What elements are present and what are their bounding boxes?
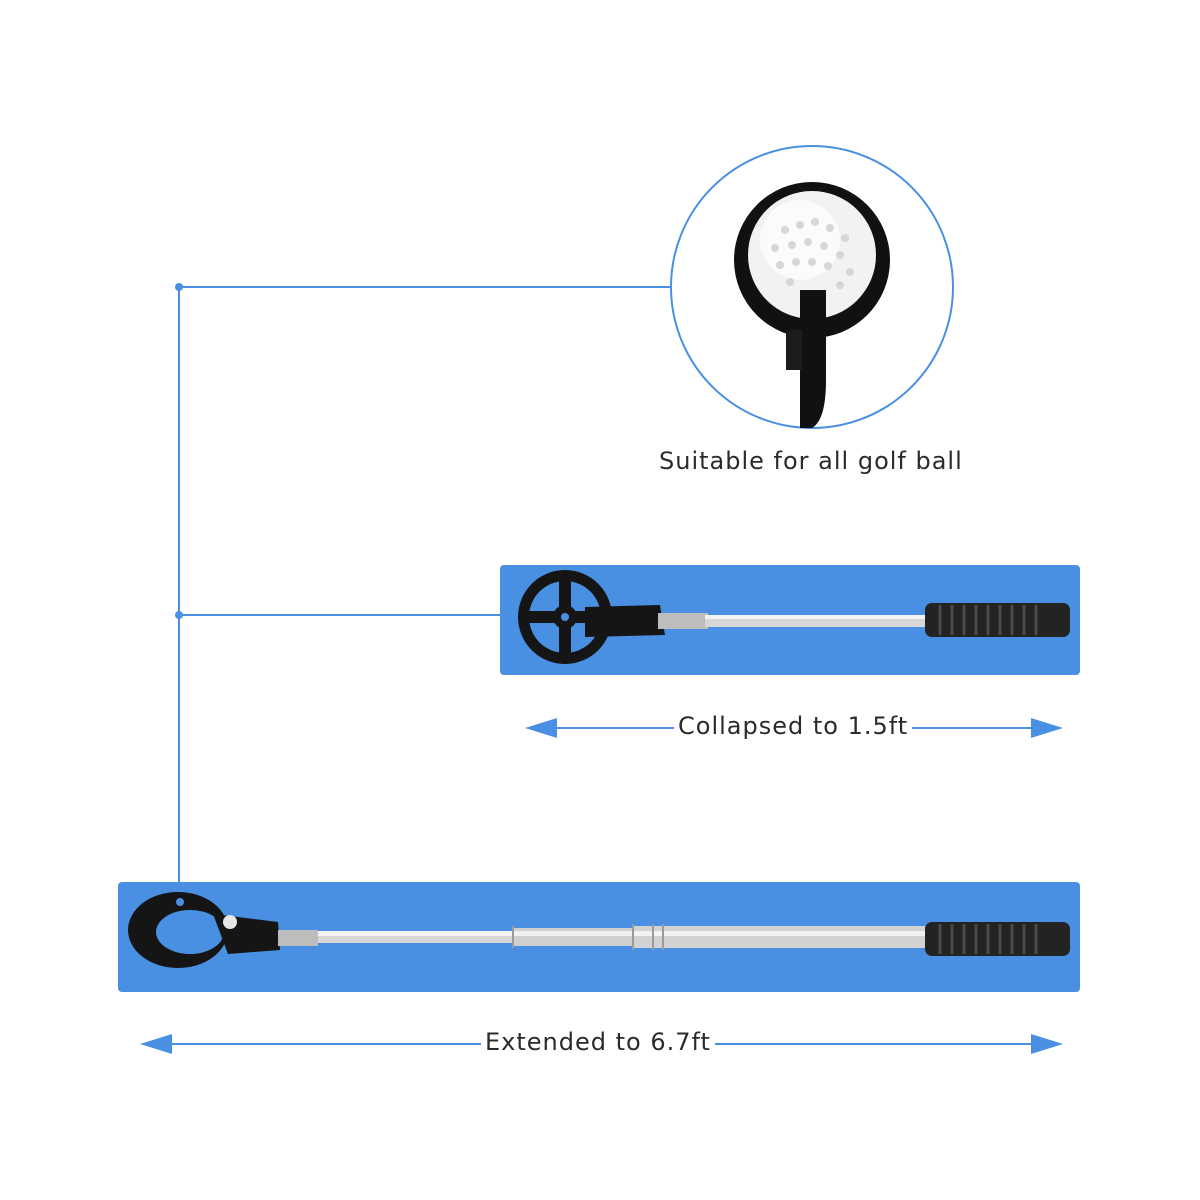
middle-connector-dot: [175, 611, 183, 619]
extended-retriever-image: [128, 892, 1070, 968]
ball-fit-caption: Suitable for all golf ball: [655, 447, 967, 475]
top-connector-dot: [175, 283, 183, 291]
ball-closeup: [670, 145, 954, 429]
collapsed-length-label: Collapsed to 1.5ft: [674, 712, 913, 740]
collapsed-retriever-image: [518, 570, 1070, 664]
extended-length-label: Extended to 6.7ft: [481, 1028, 715, 1056]
collapsed-panel: [500, 565, 1080, 675]
extended-panel: [118, 882, 1080, 992]
